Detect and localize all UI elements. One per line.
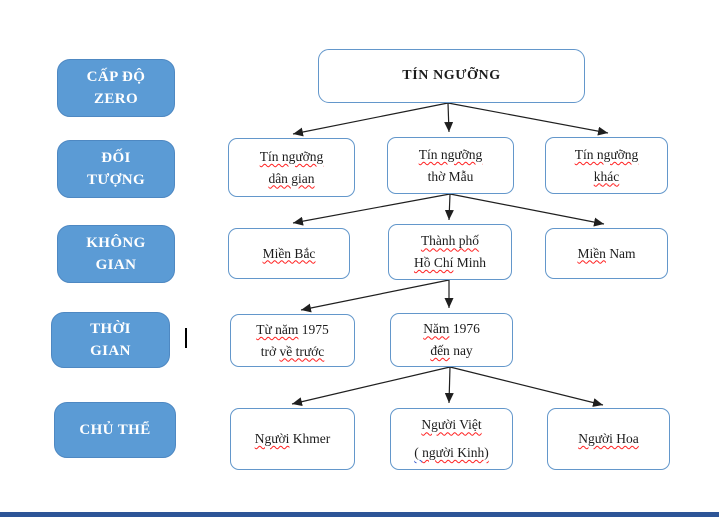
text-segment: về trước	[279, 343, 325, 359]
node-tin-nguong-khac[interactable]: Tín ngưỡng khác	[545, 137, 668, 194]
arrow	[449, 366, 604, 407]
node-text: Người Khmer	[255, 428, 331, 450]
node-tin-nguong-dan-gian[interactable]: Tín ngưỡng dân gian	[228, 138, 355, 197]
text-segment: người Kinh)	[422, 445, 489, 460]
text-segment: Năm	[423, 321, 450, 337]
node-text: Tín ngưỡng	[575, 144, 639, 166]
arrow	[449, 193, 605, 227]
node-tp-ho-chi-minh[interactable]: Thành phố Hồ Chí Minh	[388, 224, 512, 280]
row-label-text: THỜI	[90, 320, 131, 337]
text-segment: đến	[430, 343, 450, 358]
text-segment: Nam	[605, 245, 636, 261]
row-label-text: CẤP ĐỘ	[86, 68, 146, 85]
node-text: Miền Nam	[577, 243, 635, 265]
row-label-text: TƯỢNG	[86, 172, 146, 188]
text-segment: Minh	[453, 255, 487, 270]
row-label-text: ZERO	[93, 91, 139, 107]
text-segment: 1976	[449, 321, 480, 337]
text-segment: 1975	[298, 321, 329, 337]
node-text: ( người Kinh)	[414, 439, 488, 467]
arrow	[444, 102, 454, 133]
text-segment: (	[414, 445, 423, 460]
text-cursor	[185, 328, 187, 348]
arrow	[291, 366, 451, 407]
node-text: khác	[594, 166, 619, 188]
node-text: Tín ngưỡng	[419, 144, 483, 166]
node-text: trở về trước	[261, 341, 325, 363]
row-label-text: ĐỐI	[101, 149, 131, 166]
node-text: Thành phố	[421, 230, 479, 252]
node-text: dân gian	[268, 168, 314, 190]
node-text: Năm 1976	[423, 318, 480, 340]
text-segment: Từ năm	[256, 321, 299, 337]
row-label-cap-do-zero[interactable]: CẤP ĐỘ ZERO	[57, 59, 175, 117]
text-segment: Người Việt	[421, 417, 482, 433]
text-segment: Tín ngưỡng	[418, 146, 483, 162]
row-label-khong-gian[interactable]: KHÔNG GIAN	[57, 225, 175, 283]
node-text: đến nay	[430, 340, 472, 362]
footer-divider-bar	[0, 512, 719, 517]
arrow	[444, 366, 454, 404]
node-text: Tín ngưỡng	[260, 146, 324, 168]
arrow	[447, 102, 609, 136]
text-segment: trở	[260, 343, 280, 359]
row-label-text: GIAN	[95, 257, 137, 273]
arrow	[292, 102, 449, 137]
row-label-doi-tuong[interactable]: ĐỐI TƯỢNG	[57, 140, 175, 198]
node-tu-nam-1975[interactable]: Từ năm 1975 trở về trước	[230, 314, 355, 367]
node-tin-nguong-tho-mau[interactable]: Tín ngưỡng thờ Mẫu	[387, 137, 514, 194]
text-segment: Miền Bắc	[262, 245, 316, 261]
node-mien-bac[interactable]: Miền Bắc	[228, 228, 350, 279]
arrow	[444, 193, 454, 221]
node-nguoi-viet[interactable]: Người Việt ( người Kinh)	[390, 408, 513, 470]
node-text: Hồ Chí Minh	[414, 252, 486, 274]
arrow	[292, 193, 451, 226]
text-segment: nay	[449, 343, 473, 358]
text-segment: thờ Mẫu	[427, 168, 474, 184]
text-segment: Thành phố	[420, 233, 480, 249]
text-segment: khác	[593, 168, 620, 184]
row-label-text: GIAN	[90, 343, 131, 359]
text-segment: Tín ngưỡng	[259, 148, 324, 164]
row-label-text: CHỦ THỂ	[79, 421, 151, 438]
text-segment: Người	[254, 431, 290, 447]
text-segment: dân gian	[268, 170, 315, 186]
node-text: Người Việt	[421, 411, 481, 439]
node-tin-nguong-root[interactable]: TÍN NGƯỠNG	[318, 49, 585, 103]
text-segment: Khmer	[289, 431, 331, 447]
text-segment: TÍN NGƯỠNG	[402, 67, 501, 83]
text-segment: Tín ngưỡng	[574, 146, 639, 162]
node-text: TÍN NGƯỠNG	[402, 65, 500, 87]
node-text: thờ Mẫu	[428, 166, 474, 188]
row-label-text: KHÔNG	[86, 234, 146, 251]
row-label-thoi-gian[interactable]: THỜI GIAN	[51, 312, 170, 368]
node-text: Từ năm 1975	[256, 319, 329, 341]
text-segment: Người Hoa	[578, 431, 639, 447]
text-segment: Hồ Chí	[413, 255, 454, 270]
node-mien-nam[interactable]: Miền Nam	[545, 228, 668, 279]
arrow	[300, 279, 450, 313]
node-nguoi-khmer[interactable]: Người Khmer	[230, 408, 355, 470]
node-nguoi-hoa[interactable]: Người Hoa	[547, 408, 670, 470]
text-segment: Miền	[577, 245, 606, 261]
node-text: Miền Bắc	[263, 243, 316, 265]
node-text: Người Hoa	[578, 428, 639, 450]
node-nam-1976[interactable]: Năm 1976 đến nay	[390, 313, 513, 367]
row-label-chu-the[interactable]: CHỦ THỂ	[54, 402, 176, 458]
